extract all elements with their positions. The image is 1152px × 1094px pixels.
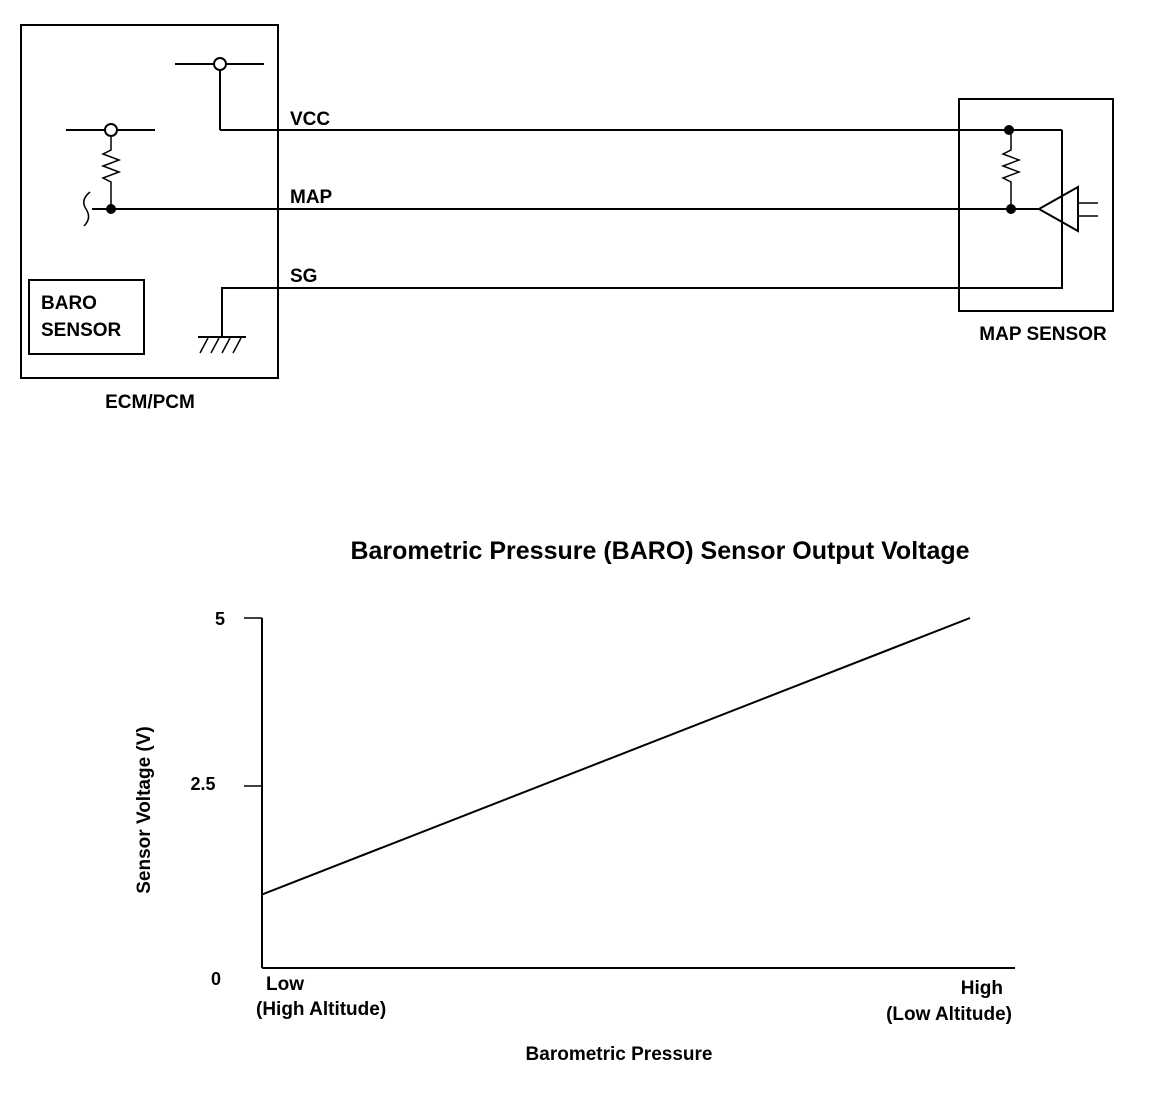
map-sensor-amplifier	[1036, 185, 1079, 233]
x-axis-label: Barometric Pressure	[526, 1044, 713, 1065]
map-sensor-vcc-node	[1004, 125, 1014, 135]
baro-sensor-box	[28, 279, 145, 355]
x-tick-label-high-line2: (Low Altitude)	[886, 1004, 1012, 1025]
voltage-chart: Barometric Pressure (BARO) Sensor Output…	[134, 537, 1015, 1065]
sg-wire-label: SG	[290, 266, 317, 287]
y-tick-label-mid: 2.5	[190, 774, 215, 794]
x-tick-label-low-line1: Low	[266, 974, 304, 995]
ecm-map-node	[106, 204, 116, 214]
circuit-diagram: ECM/PCM BARO SENSOR VCC MAP SG	[20, 24, 1114, 413]
vcc-wire-label: VCC	[290, 109, 330, 130]
series-layer	[261, 617, 971, 896]
vcc-terminal	[213, 57, 227, 71]
map-sensor-label: MAP SENSOR	[979, 324, 1107, 345]
ecm-pullup-resistor	[100, 136, 122, 209]
ecm-box	[20, 24, 279, 379]
ecm-input-break-symbol	[83, 191, 91, 227]
y-tick-label-top: 5	[215, 609, 225, 629]
y-axis-label: Sensor Voltage (V)	[134, 726, 155, 894]
ground-symbol	[198, 336, 246, 354]
series-line-0	[261, 617, 971, 896]
map-sensor-output-node	[1006, 204, 1016, 214]
y-tick-label-zero: 0	[211, 969, 221, 989]
chart-title: Barometric Pressure (BARO) Sensor Output…	[350, 537, 969, 565]
sg-wire	[221, 130, 1063, 336]
baro-sensor-label-line1: BARO	[41, 293, 97, 314]
x-tick-label-high-line1: High	[961, 978, 1003, 999]
map-sensor-resistor	[1000, 130, 1022, 209]
pullup-terminal	[104, 123, 118, 137]
x-tick-label-low-line2: (High Altitude)	[256, 999, 386, 1020]
map-wire-label: MAP	[290, 187, 333, 208]
ecm-label: ECM/PCM	[105, 392, 195, 413]
map-sensor-box	[958, 98, 1114, 312]
baro-sensor-label-line2: SENSOR	[41, 320, 122, 341]
